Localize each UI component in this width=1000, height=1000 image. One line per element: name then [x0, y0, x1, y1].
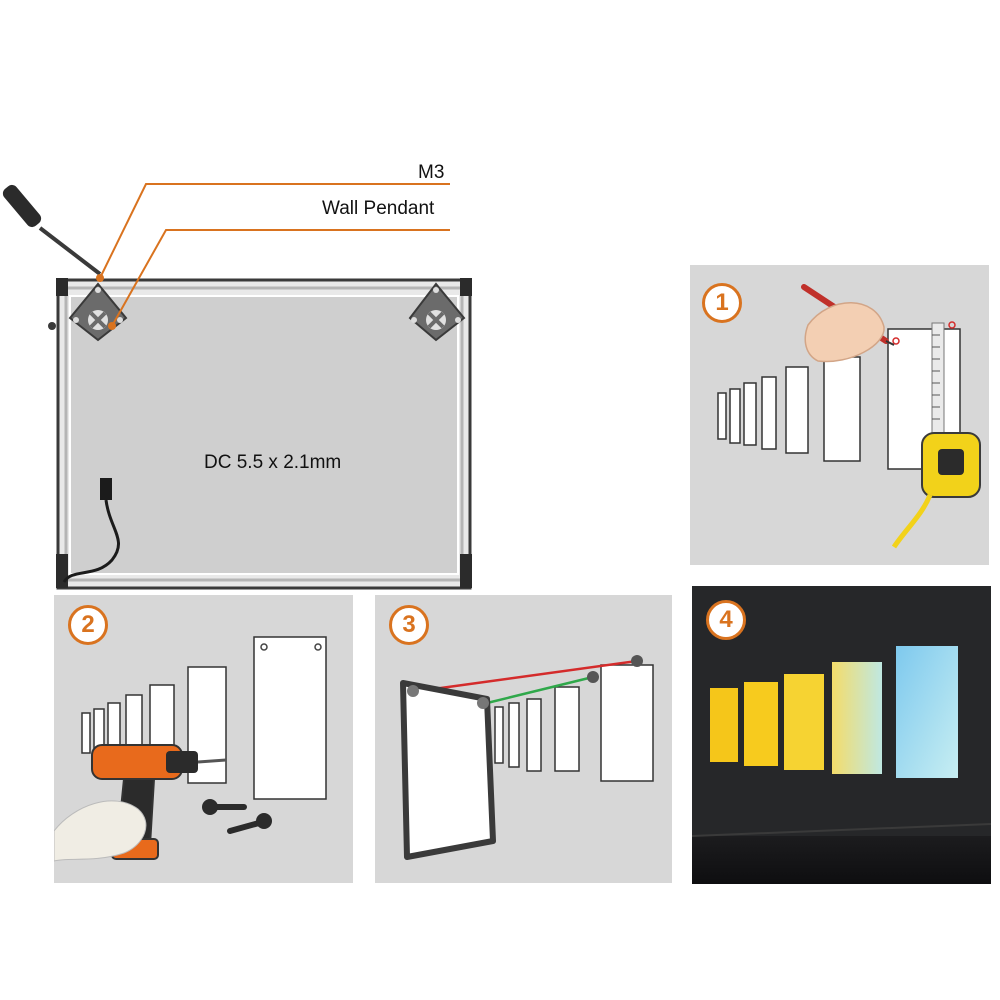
lit-panel — [744, 682, 778, 766]
hand — [804, 302, 885, 363]
step-number-badge: 3 — [389, 605, 429, 645]
hanging-panel — [400, 680, 496, 860]
step-number-badge: 1 — [702, 283, 742, 323]
drill-illustration — [54, 636, 327, 862]
step-2-panel: 2 — [54, 595, 353, 883]
step-1-panel: 1 — [690, 265, 989, 565]
connector-spec: DC 5.5 x 2.1mm — [204, 452, 342, 473]
measure-illustration — [717, 284, 981, 549]
wall-pendant-label: Wall Pendant — [322, 198, 435, 219]
step-3-panel: 3 — [375, 595, 672, 883]
hang-illustration — [400, 655, 654, 860]
dc-cable — [62, 478, 120, 583]
step-number-badge: 4 — [706, 600, 746, 640]
panel-back-view — [2, 183, 472, 590]
main-diagram: M3 Wall Pendant DC 5.5 x 2.1mm — [0, 150, 500, 600]
lit-panel — [896, 646, 958, 778]
step-4-panel: 4 — [692, 586, 991, 884]
screw-icon — [227, 813, 272, 834]
screw-icon — [202, 799, 247, 815]
screwdriver-icon — [2, 184, 102, 276]
gloved-hand — [54, 800, 147, 862]
lit-panel — [784, 674, 824, 770]
lit-panel — [832, 662, 882, 774]
tape-measure-icon — [891, 432, 981, 549]
step-number-badge: 2 — [68, 605, 108, 645]
lit-panel — [710, 688, 738, 762]
m3-label: M3 — [418, 162, 445, 183]
panel-surface — [69, 295, 459, 575]
wall-pendant-bracket-icon — [408, 282, 466, 342]
